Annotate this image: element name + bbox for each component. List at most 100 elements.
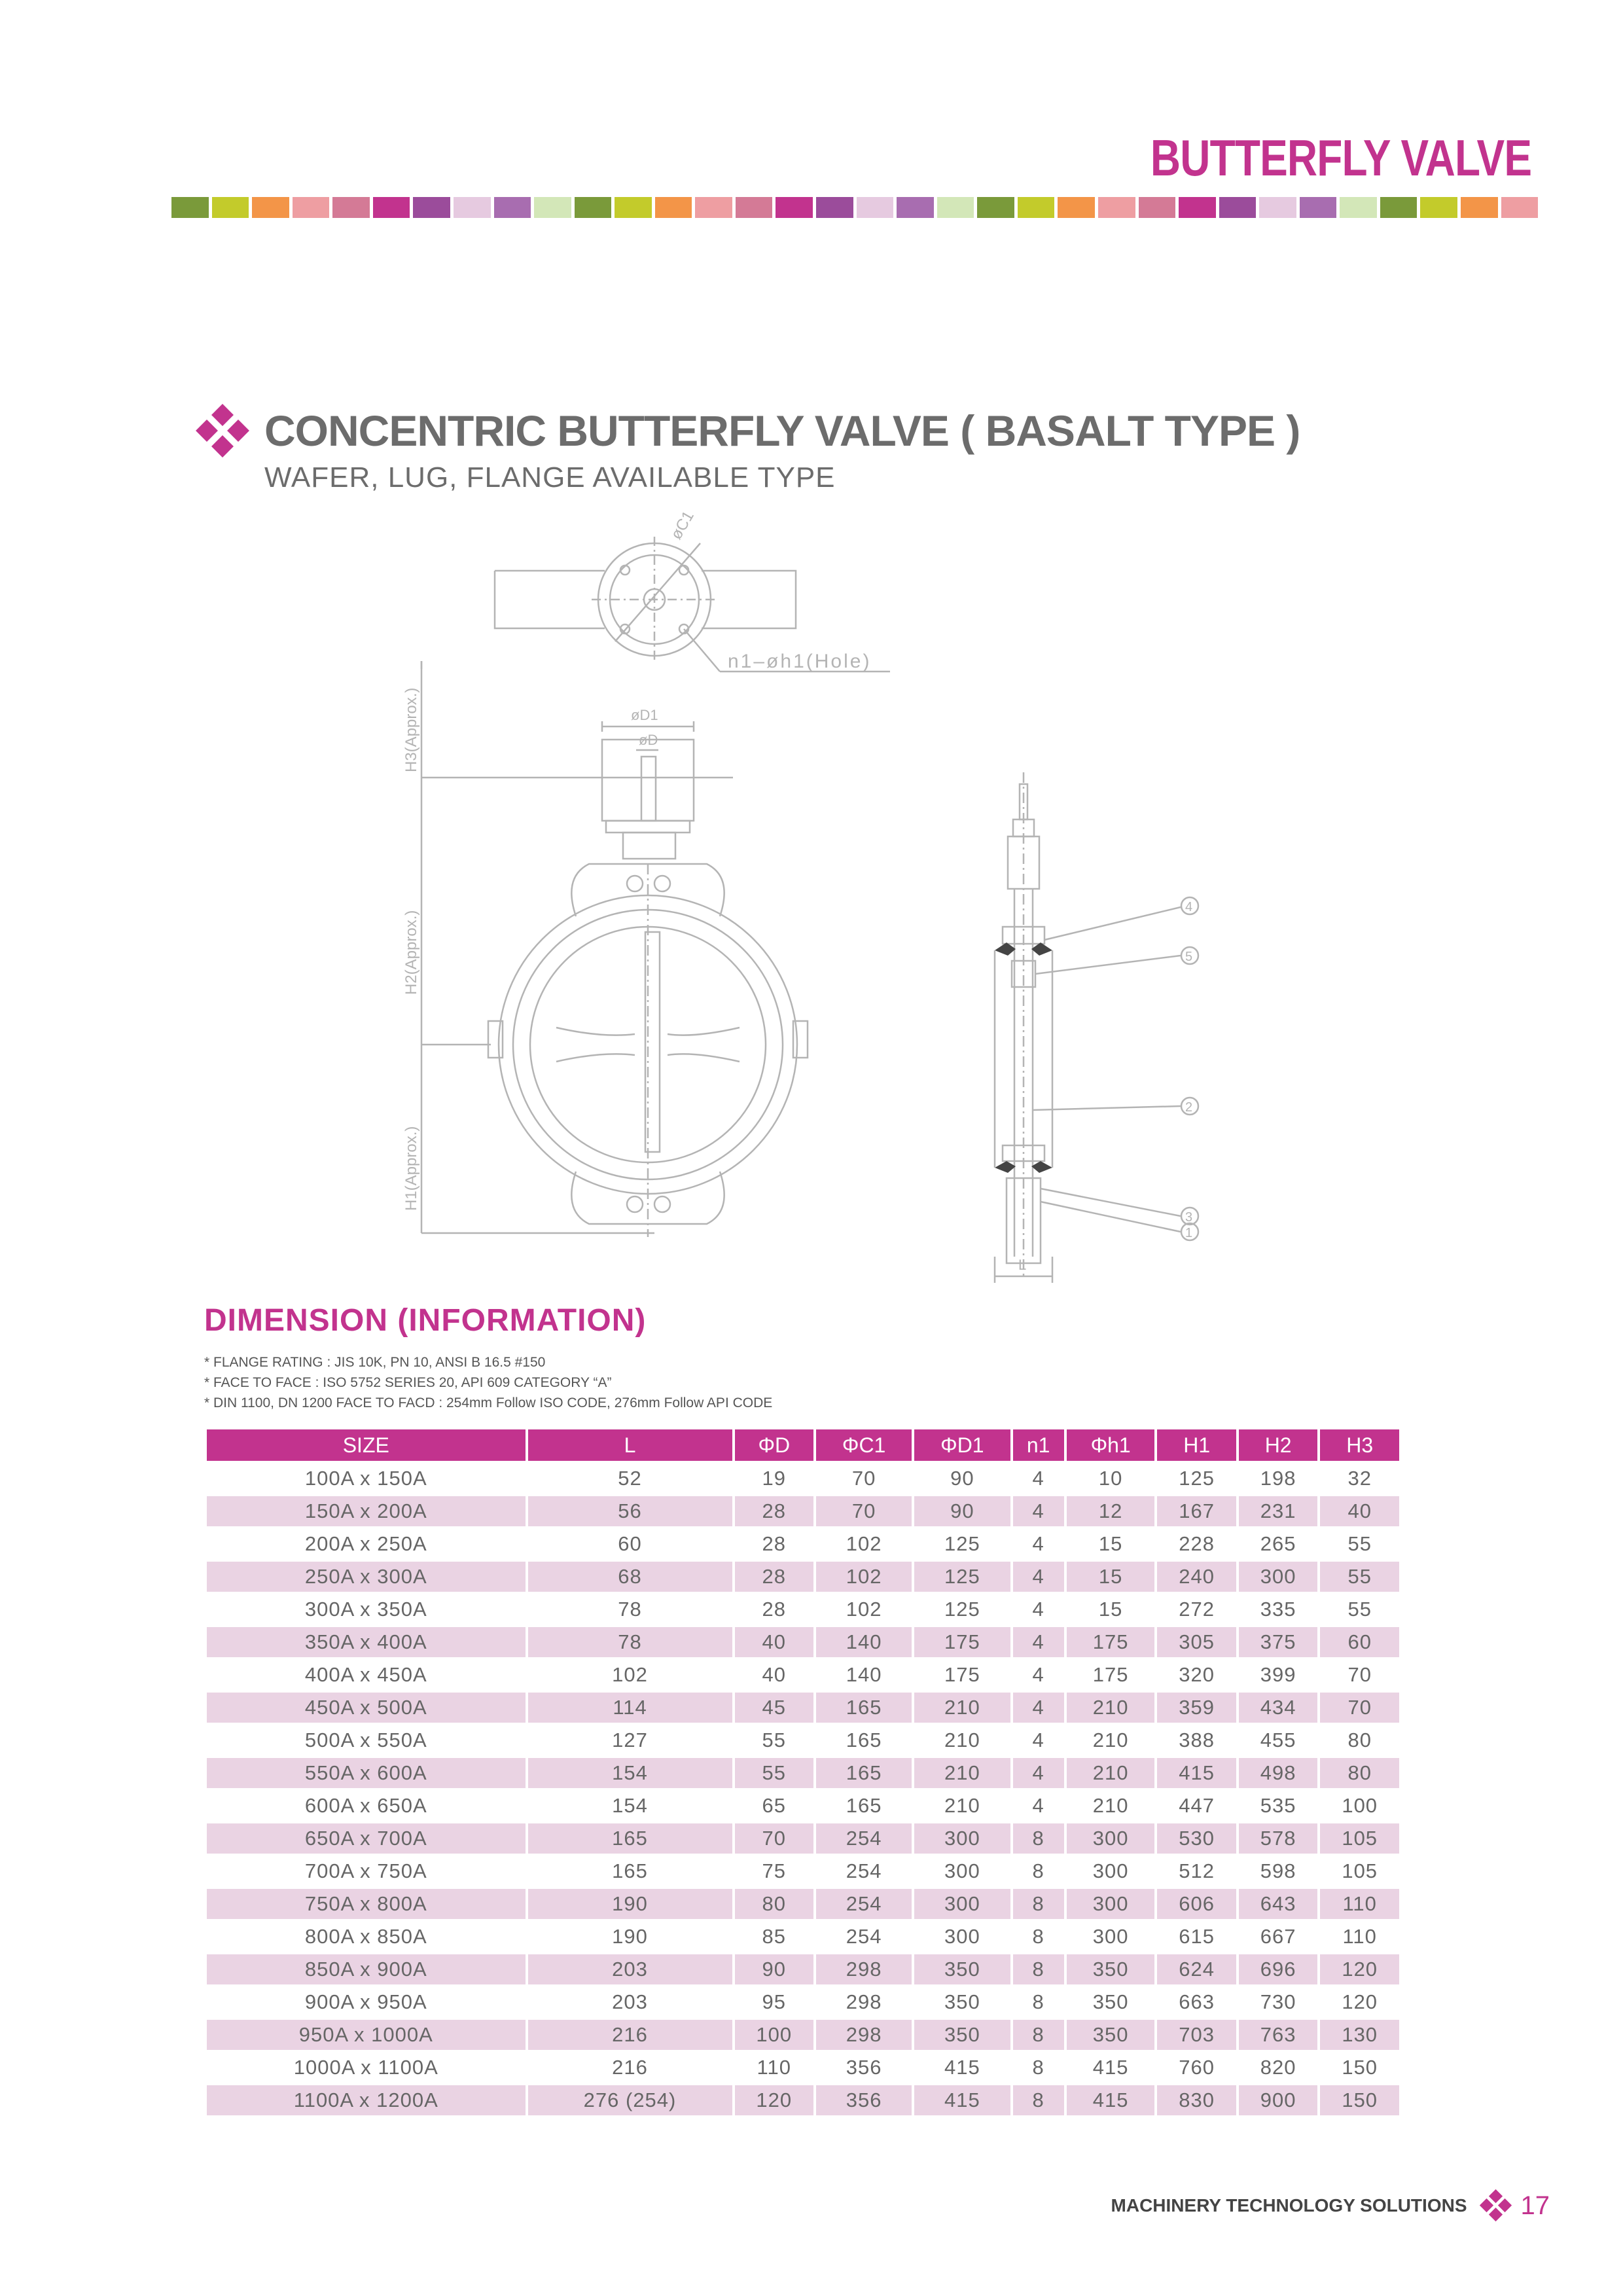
table-cell: 375 [1238,1627,1318,1657]
table-cell: 447 [1179,1794,1215,1817]
table-cell: 102 [816,1562,912,1592]
color-swatch [1017,197,1055,218]
table-cell: 830 [1157,2085,1236,2115]
section-subtitle: WAFER, LUG, FLANGE AVAILABLE TYPE [264,461,836,493]
table-cell: 763 [1238,2020,1318,2050]
color-swatch [574,197,612,218]
table-cell: 624 [1157,1954,1236,1984]
table-cell: 8 [1012,1954,1064,1984]
table-cell: 165 [816,1758,912,1788]
dimension-notes: * FLANGE RATING : JIS 10K, PN 10, ANSI B… [204,1352,772,1413]
table-cell: 4 [1032,1598,1044,1621]
color-swatch [1340,197,1377,218]
table-cell: 78 [527,1627,732,1657]
table-cell: 154 [527,1758,732,1788]
table-cell: 110 [1320,1889,1399,1919]
table-cell: 210 [914,1693,1010,1723]
table-cell: 703 [1157,2020,1236,2050]
table-cell: 4 [1032,1729,1044,1751]
color-strip [171,197,1539,218]
table-cell: 130 [1320,2020,1399,2050]
table-cell: 85 [762,1925,786,1948]
color-swatch [816,197,853,218]
table-cell: 400A x 450A [304,1663,427,1686]
table-cell: 643 [1238,1889,1318,1919]
table-cell: 70 [816,1496,912,1526]
table-cell: 231 [1238,1496,1318,1526]
table-cell: 175 [1092,1663,1129,1686]
table-cell: 535 [1260,1794,1296,1817]
table-cell: 52 [618,1467,642,1490]
table-cell: 240 [1157,1562,1236,1592]
d1-label: øD1 [631,707,658,723]
section-heading: CONCENTRIC BUTTERFLY VALVE ( BASALT TYPE… [196,404,1300,457]
table-cell: 102 [846,1598,882,1621]
table-cell: 65 [762,1794,786,1817]
table-cell: 415 [944,2056,980,2079]
table-cell: 165 [846,1794,882,1817]
table-cell: 696 [1238,1954,1318,1984]
table-cell: 125 [944,1532,980,1555]
table-cell: 4 [1012,1758,1064,1788]
table-cell: 8 [1012,1889,1064,1919]
table-cell: 900 [1238,2085,1318,2115]
table-cell: 19 [762,1467,786,1490]
table-cell: 298 [816,1954,912,1984]
note-flange-rating: * FLANGE RATING : JIS 10K, PN 10, ANSI B… [204,1355,546,1370]
table-cell: 210 [1066,1758,1155,1788]
table-cell: 450A x 500A [207,1693,526,1723]
column-header: ΦD [734,1429,813,1461]
table-cell: 40 [1320,1496,1399,1526]
table-cell: 45 [734,1693,813,1723]
table-cell: 78 [618,1598,642,1621]
table-cell: 820 [1260,2056,1296,2079]
table-cell: 455 [1260,1729,1296,1751]
table-cell: 190 [612,1925,648,1948]
table-cell: 300 [1066,1889,1155,1919]
color-swatch [292,197,330,218]
table-cell: 165 [846,1729,882,1751]
table-cell: 200A x 250A [304,1532,427,1555]
table-cell: 276 (254) [527,2085,732,2115]
callout-1: 1 [1185,1226,1192,1240]
table-cell: 125 [1179,1467,1215,1490]
color-swatch [1138,197,1176,218]
table-cell: 90 [914,1496,1010,1526]
table-cell: 950A x 1000A [207,2020,526,2050]
table-cell: 250A x 300A [207,1562,526,1592]
table-cell: 265 [1260,1532,1296,1555]
table-cell: 578 [1238,1823,1318,1854]
table-cell: 350 [1066,2020,1155,2050]
table-cell: 210 [944,1729,980,1751]
table-cell: 55 [762,1729,786,1751]
table-cell: 512 [1179,1859,1215,1882]
table-cell: 730 [1260,1990,1296,2013]
color-swatch [1219,197,1257,218]
column-header: ΦD1 [914,1429,1010,1461]
c1-label: øC1 [668,508,698,543]
color-swatch [1097,197,1135,218]
table-cell: 350 [944,1990,980,2013]
table-cell: 114 [527,1693,732,1723]
table-cell: 254 [846,1859,882,1882]
table-cell: 4 [1012,1693,1064,1723]
color-swatch [1299,197,1337,218]
color-swatch [856,197,894,218]
table-cell: 90 [734,1954,813,1984]
height-dimensions: H3(Approx.) H2(Approx.) H1(Approx.) [402,661,733,1234]
table-cell: 28 [734,1496,813,1526]
table-cell: 350 [1066,1954,1155,1984]
table-cell: 175 [1066,1627,1155,1657]
table-cell: 760 [1179,2056,1215,2079]
table-cell: 80 [734,1889,813,1919]
color-swatch [654,197,692,218]
table-cell: 800A x 850A [304,1925,427,1948]
table-cell: 210 [1092,1729,1129,1751]
table-cell: 356 [816,2085,912,2115]
